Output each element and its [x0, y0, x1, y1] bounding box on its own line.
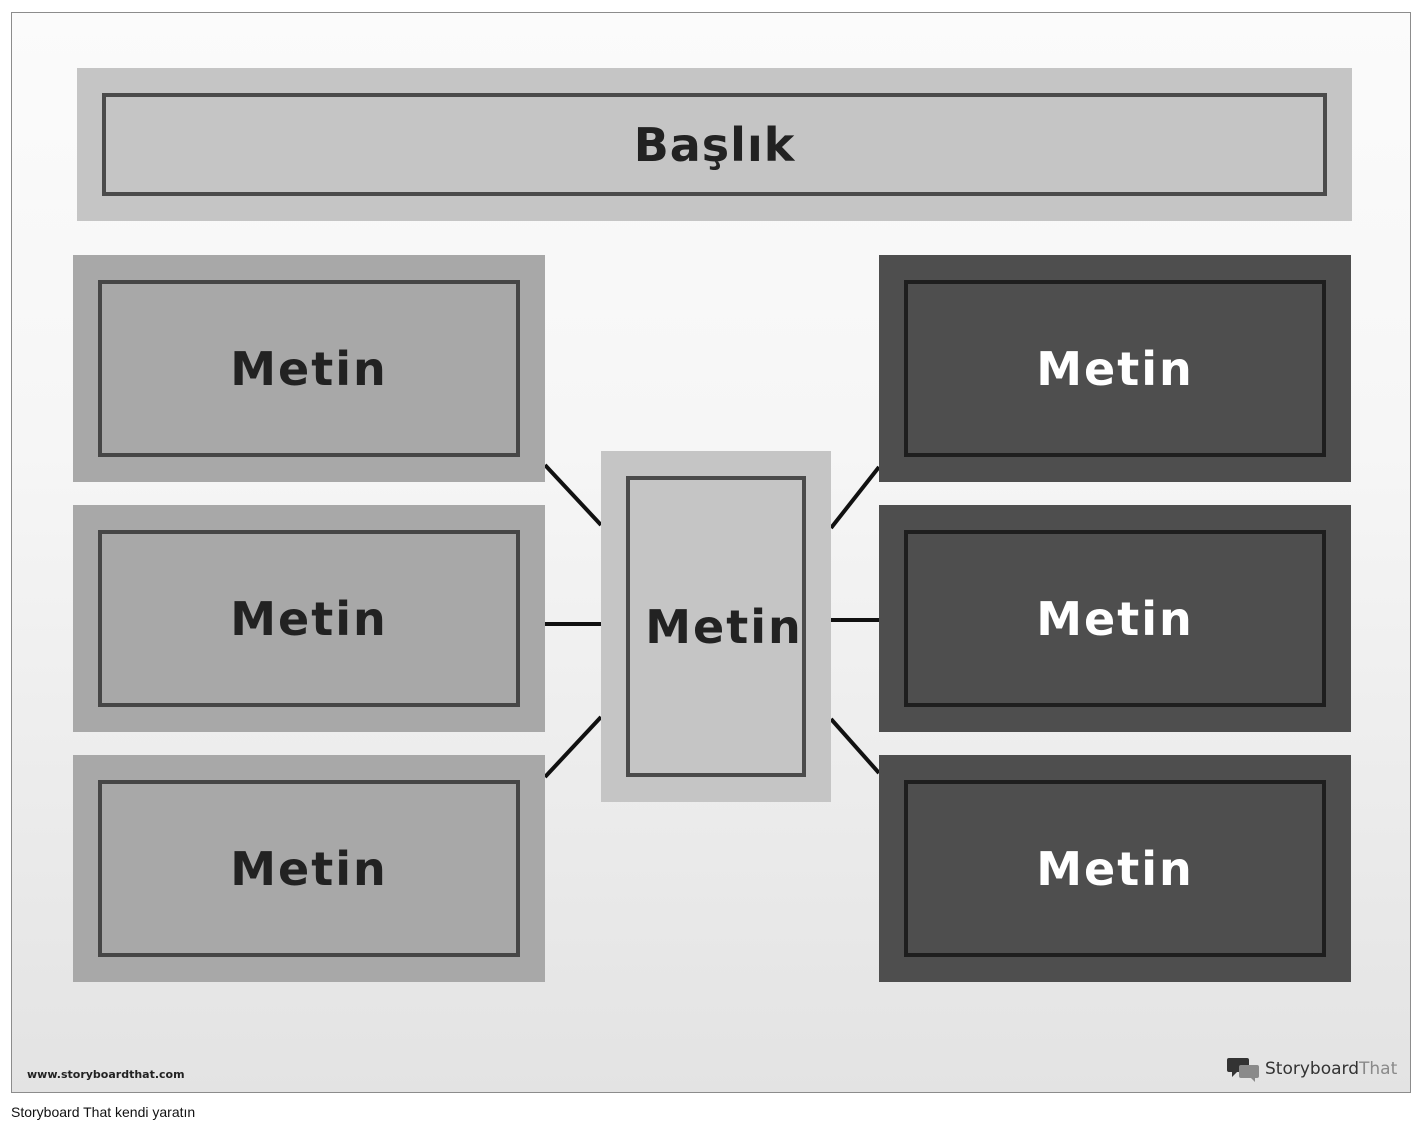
right-box-3[interactable]: Metin [879, 755, 1351, 982]
left-box-1[interactable]: Metin [73, 255, 545, 482]
left-box-frame: Metin [98, 530, 520, 707]
left-box-2[interactable]: Metin [73, 505, 545, 732]
brand-secondary: That [1359, 1059, 1398, 1079]
connector-lines [543, 463, 881, 779]
speech-bubbles-icon [1227, 1058, 1259, 1082]
left-box-text: Metin [230, 591, 388, 646]
center-box-frame: Metin [626, 476, 806, 777]
website-watermark: www.storyboardthat.com [27, 1068, 185, 1081]
right-box-text: Metin [1036, 591, 1194, 646]
brand-primary: Storyboard [1265, 1059, 1359, 1079]
connector-right-top [829, 465, 881, 530]
right-box-1[interactable]: Metin [879, 255, 1351, 482]
center-box[interactable]: Metin [601, 451, 831, 802]
center-box-text: Metin [645, 599, 803, 654]
title-frame: Başlık [102, 93, 1327, 196]
right-box-frame: Metin [904, 780, 1326, 957]
brand-wordmark: StoryboardThat [1265, 1059, 1397, 1079]
left-box-frame: Metin [98, 280, 520, 457]
title-text: Başlık [633, 117, 796, 172]
left-box-text: Metin [230, 341, 388, 396]
right-box-text: Metin [1036, 841, 1194, 896]
page-caption[interactable]: Storyboard That kendi yaratın [11, 1104, 196, 1120]
connector-left-bottom [543, 715, 603, 779]
left-box-frame: Metin [98, 780, 520, 957]
storyboardthat-logo[interactable]: StoryboardThat [1227, 1056, 1397, 1082]
right-box-text: Metin [1036, 341, 1194, 396]
worksheet-canvas: Başlık Metin Metin Metin Metin Metin Met… [11, 12, 1411, 1093]
left-box-text: Metin [230, 841, 388, 896]
right-box-2[interactable]: Metin [879, 505, 1351, 732]
title-box[interactable]: Başlık [77, 68, 1352, 221]
connector-left-top [543, 463, 603, 527]
connector-right-bottom [829, 717, 881, 775]
left-box-3[interactable]: Metin [73, 755, 545, 982]
right-box-frame: Metin [904, 530, 1326, 707]
right-box-frame: Metin [904, 280, 1326, 457]
